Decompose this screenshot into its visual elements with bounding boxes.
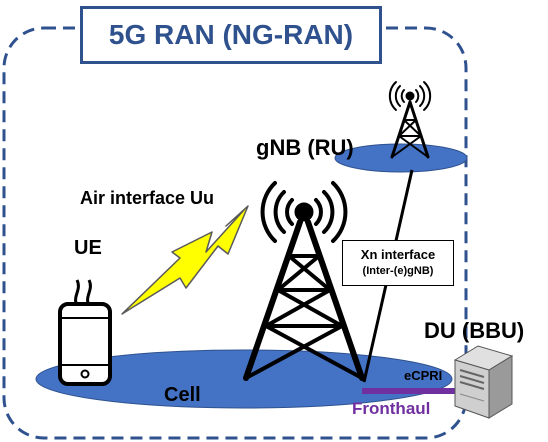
xn-interface-label: Xn interface (Inter-(e)gNB) bbox=[342, 240, 454, 286]
xn-interface-line2: (Inter-(e)gNB) bbox=[362, 265, 434, 277]
server-icon bbox=[453, 345, 514, 419]
air-interface-label: Air interface Uu bbox=[80, 188, 215, 208]
main-tower-icon bbox=[243, 181, 365, 381]
lightning-icon bbox=[121, 205, 249, 315]
cell-label: Cell bbox=[164, 384, 201, 406]
fronthaul-label: Fronthaul bbox=[352, 399, 431, 418]
ecpri-label: eCPRI bbox=[404, 368, 443, 383]
gnb-label: gNB (RU) bbox=[256, 135, 354, 160]
small-tower-icon bbox=[388, 81, 432, 159]
xn-interface-line1: Xn interface bbox=[360, 247, 436, 262]
small-cell-area bbox=[334, 143, 468, 173]
ue-label: UE bbox=[74, 237, 102, 259]
du-label: DU (BBU) bbox=[424, 318, 525, 343]
smartphone-icon bbox=[58, 279, 112, 386]
page-title: 5G RAN (NG-RAN) bbox=[80, 6, 382, 64]
